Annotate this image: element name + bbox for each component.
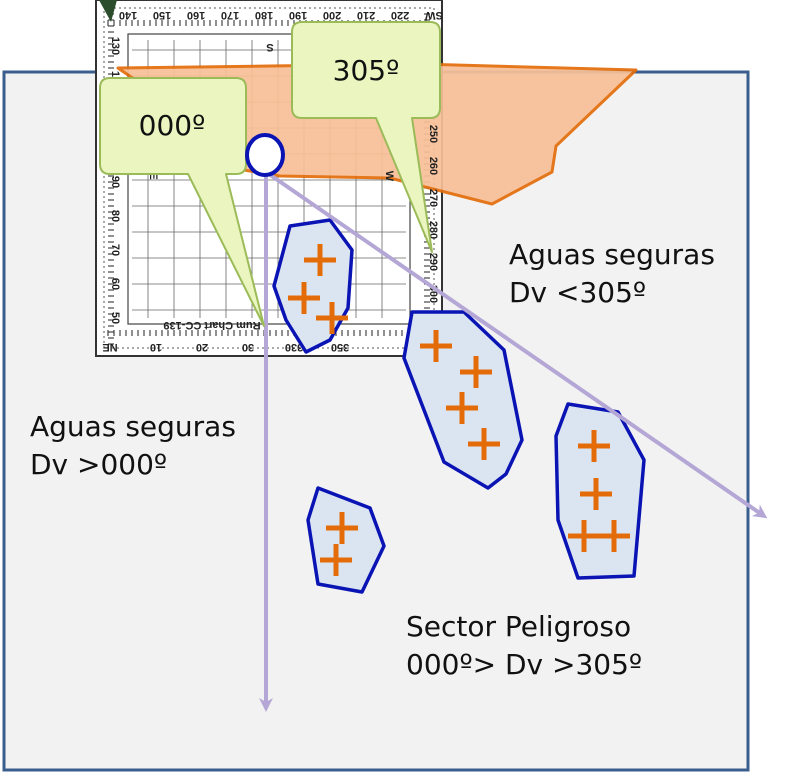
plotter-top-scale-label: 200 — [323, 9, 341, 21]
plotter-right-scale-label: 260 — [427, 157, 439, 175]
plotter-model-label: Rum Chart CC-139 — [163, 319, 260, 331]
callout-000: 000º — [99, 77, 265, 327]
plotter-top-scale-label: 220 — [391, 9, 409, 21]
plotter-bottom-scale-label: 30 — [242, 341, 254, 353]
plotter-bottom-scale-label: NE — [102, 341, 117, 353]
safe-zone-right-line2: Dv <305º — [509, 276, 647, 309]
plotter-bottom-scale-label: 350 — [331, 341, 349, 353]
plotter-center-letter: E — [147, 172, 159, 179]
plotter-top-scale-label: 210 — [357, 9, 375, 21]
plotter-right-scale-label: 250 — [427, 125, 439, 143]
danger-shoal-3 — [306, 486, 386, 594]
plotter-top-scale-label: 150 — [153, 9, 171, 21]
plotter-top-scale-label: 170 — [221, 9, 239, 21]
plotter-left-scale-label: 130 — [109, 37, 121, 55]
safe-zone-left-line1: Aguas seguras — [30, 410, 236, 443]
danger-sector-line1: Sector Peligroso — [406, 610, 632, 643]
danger-sector-line2: 000º> Dv >305º — [406, 648, 643, 681]
callout-000-label: 000º — [139, 109, 206, 142]
plotter-top-scale-label: 180 — [255, 9, 273, 21]
plotter-center-letter: S — [266, 41, 273, 53]
plotter-left-scale-label: 90 — [109, 176, 121, 188]
danger-cross — [288, 282, 320, 314]
plotter-top-scale-label: 190 — [289, 9, 307, 21]
danger-cross — [468, 428, 500, 460]
danger-cross — [420, 330, 452, 362]
danger-marks — [288, 244, 630, 576]
danger-cross — [460, 356, 492, 388]
plotter-left-scale-label: 50 — [109, 312, 121, 324]
danger-cross — [446, 392, 478, 424]
observer-position — [245, 133, 285, 177]
plotter-center-letter: W — [383, 171, 395, 182]
plotter-left-scale-label: 80 — [109, 210, 121, 222]
plotter-left-scale-label: 70 — [109, 244, 121, 256]
danger-cross — [316, 302, 348, 334]
safe-zone-right-label: Aguas seguras Dv <305º — [509, 236, 715, 312]
callout-305: 305º — [291, 21, 441, 253]
danger-cross — [304, 244, 336, 276]
plotter-top-scale-label: 140 — [119, 9, 137, 21]
danger-cross — [580, 478, 612, 510]
danger-cross — [568, 520, 600, 552]
plotter-bottom-scale-label: 330 — [285, 341, 303, 353]
plotter-top-scale-label: SW — [425, 9, 443, 21]
safe-zone-left-label: Aguas seguras Dv >000º — [30, 408, 236, 484]
danger-cross — [578, 430, 610, 462]
plotter-bottom-scale-label: 20 — [196, 341, 208, 353]
plotter-right-scale-label: 270 — [427, 189, 439, 207]
plotter-top-scale-label: 160 — [187, 9, 205, 21]
danger-cross — [326, 512, 358, 544]
danger-sector-label: Sector Peligroso 000º> Dv >305º — [406, 608, 642, 684]
bearing-line-305 — [264, 170, 768, 519]
safe-zone-left-line2: Dv >000º — [30, 448, 168, 481]
safe-zone-right-line1: Aguas seguras — [509, 238, 715, 271]
plotter-right-scale-label: 290 — [427, 253, 439, 271]
danger-cross — [320, 544, 352, 576]
callout-305-label: 305º — [333, 54, 400, 87]
danger-cross — [598, 520, 630, 552]
plotter-bottom-scale-label: 10 — [150, 341, 162, 353]
plotter-left-scale-label: 60 — [109, 278, 121, 290]
